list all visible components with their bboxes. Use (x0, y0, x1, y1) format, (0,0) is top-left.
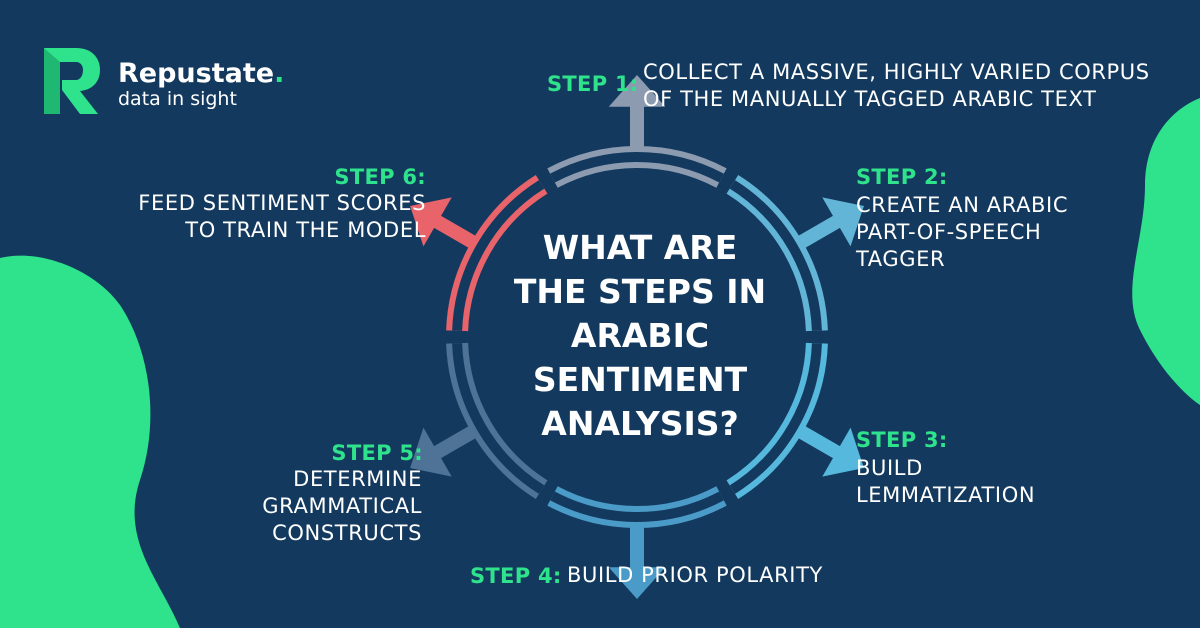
arrow-shaft-6 (427, 211, 478, 250)
arrow-shaft-5 (427, 424, 478, 463)
step-2-label: STEP 2: (856, 165, 948, 189)
step-2-text: CREATE AN ARABIC PART-OF-SPEECH TAGGER (856, 193, 1069, 271)
cycle-segment-6 (410, 175, 548, 332)
step-1-text: COLLECT A MASSIVE, HIGHLY VARIED CORPUS … (643, 60, 1150, 111)
step-5-label: STEP 5: (331, 441, 423, 465)
cycle-arc-inner-5 (452, 343, 545, 494)
center-title: WHAT ARE THE STEPS IN ARABIC SENTIMENT A… (513, 228, 767, 443)
repustate-logo-icon (44, 48, 100, 114)
cycle-arc-inner-1 (550, 152, 724, 183)
cycle-arc-inner-4 (550, 491, 724, 522)
step-1-label: STEP 1: (547, 72, 639, 96)
arrow-head-1 (608, 75, 666, 107)
step-5-text: DETERMINE GRAMMATICAL CONSTRUCTS (262, 467, 422, 545)
right-green-blob (1132, 98, 1200, 405)
arrow-head-3 (822, 427, 864, 477)
cycle-segment-4 (547, 486, 727, 599)
brand-name: Repustate. (118, 58, 285, 89)
step-4-label: STEP 4: (470, 564, 562, 588)
arrow-head-4 (608, 567, 666, 599)
step-6-text: FEED SENTIMENT SCORES TO TRAIN THE MODEL (138, 191, 426, 242)
cycle-arc-inner-3 (729, 343, 822, 494)
cycle-segment-3 (726, 342, 864, 499)
step-3-label: STEP 3: (856, 428, 948, 452)
arrow-head-5 (410, 427, 452, 477)
cycle-arc-inner-2 (729, 180, 822, 331)
cycle-segment-1 (547, 75, 727, 188)
brand-tagline: data in sight (118, 88, 237, 110)
arrow-shaft-2 (796, 211, 847, 250)
left-green-blob (0, 255, 180, 628)
brand-dot: . (274, 58, 285, 89)
step-4-text: BUILD PRIOR POLARITY (567, 563, 823, 587)
arrow-shaft-3 (796, 424, 847, 463)
step-6-label: STEP 6: (334, 165, 426, 189)
cycle-segment-5 (410, 342, 548, 499)
arrow-head-6 (410, 197, 452, 247)
arrow-head-2 (822, 197, 864, 247)
cycle-arc-inner-6 (452, 180, 545, 331)
cycle-segment-2 (726, 175, 864, 332)
step-3-text: BUILD LEMMATIZATION (856, 456, 1036, 507)
